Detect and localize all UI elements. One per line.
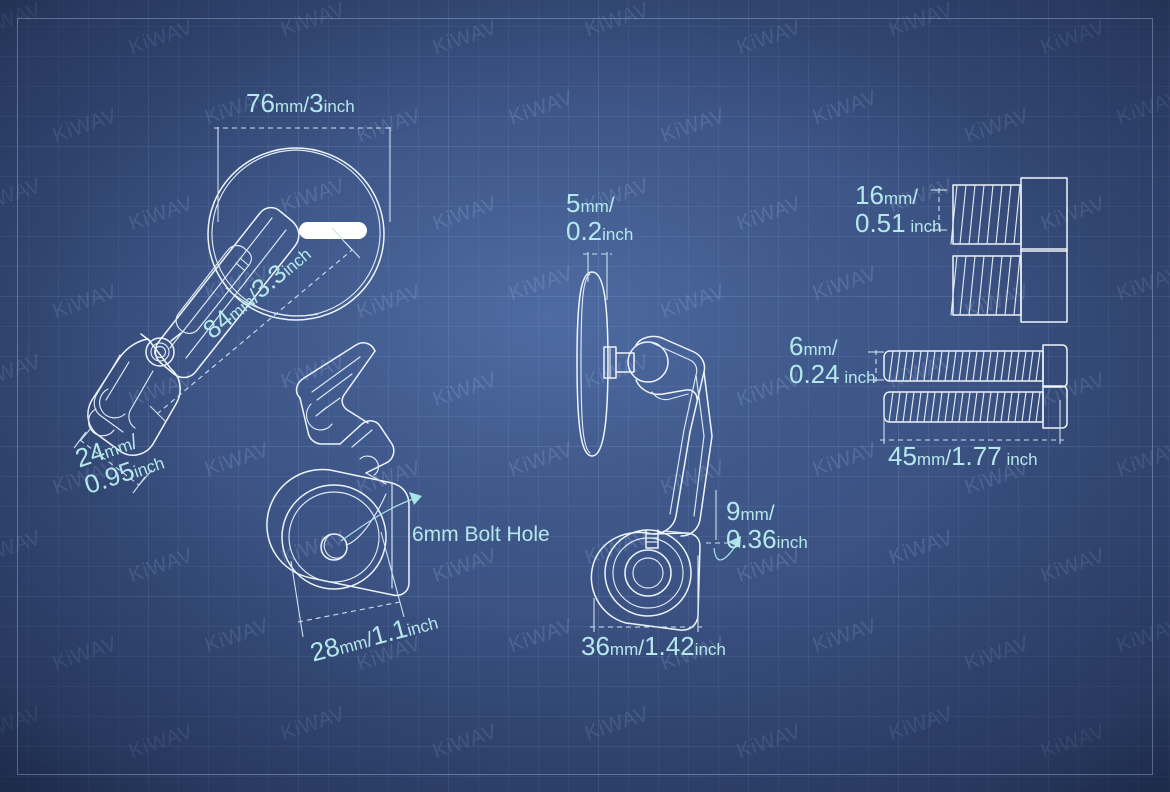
label-base-height: 36mm/1.42inch — [581, 631, 726, 661]
short-bolt-1 — [950, 177, 1068, 252]
label-clamp-gap: 9mm/ 0.36inch — [726, 496, 808, 555]
dimension-mount-base-diameter — [290, 531, 405, 638]
label-long-bolt-thread: 6mm/ 0.24 inch — [789, 331, 876, 390]
dimension-mount-width — [73, 426, 153, 494]
dimension-short-bolt-thread — [931, 188, 947, 232]
long-bolt-1 — [883, 344, 1068, 388]
label-long-bolt-length: 45mm/1.77 inch — [888, 441, 1038, 471]
label-short-bolt-thread: 16mm/ 0.51 inch — [855, 180, 942, 239]
short-bolt-2 — [950, 248, 1068, 323]
dimension-long-bolt-length — [880, 400, 1064, 444]
label-mirror-diameter: 76mm/3inch — [246, 88, 355, 118]
view-hardware — [883, 177, 1068, 429]
view-mount-detail — [266, 342, 410, 597]
view-front-three-quarter — [87, 147, 385, 456]
dimension-arm-length — [149, 227, 361, 423]
annotation-bolt-hole: 6mm Bolt Hole — [412, 523, 550, 546]
view-side-profile — [576, 271, 713, 631]
dimension-base-height — [590, 598, 702, 632]
dimension-mirror-diameter — [214, 127, 394, 222]
dimension-long-bolt-thread — [868, 350, 884, 382]
long-bolt-2 — [883, 385, 1068, 429]
dimension-clamp-gap — [706, 490, 742, 561]
leader-bolt-hole — [340, 492, 422, 542]
label-mirror-thickness: 5mm/ 0.2inch — [566, 188, 634, 247]
dimension-mirror-thickness — [583, 252, 612, 300]
